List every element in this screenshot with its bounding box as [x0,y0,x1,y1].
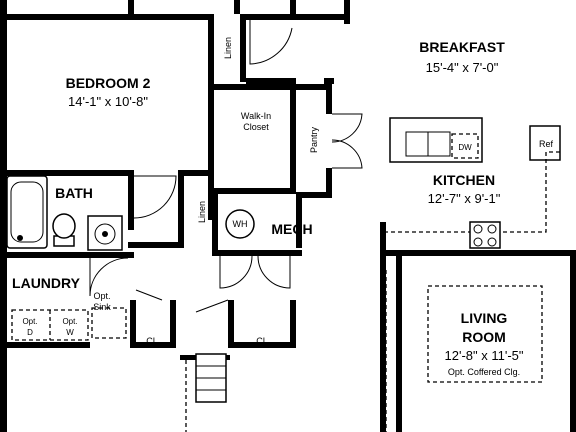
opt-sink-label-line1: Opt. [93,291,110,301]
walkin-closet-label-line1: Walk-In [241,111,271,121]
wh-label: WH [233,219,248,229]
living-label-line2: ROOM [462,329,506,345]
laundry-label: LAUNDRY [12,275,81,291]
opt-w-label-line1: Opt. [62,317,77,326]
kitchen-label: KITCHEN [433,172,495,188]
mech-label: MECH [271,221,312,237]
bedroom2-dims: 14'-1" x 10'-8" [68,94,148,109]
bedroom2-label: BEDROOM 2 [66,75,151,91]
dw-label: DW [458,143,472,152]
living-dims: 12'-8" x 11'-5" [445,348,524,363]
closet-right-label: CL [256,336,268,346]
linen-top-label: Linen [223,37,233,59]
breakfast-dims: 15'-4" x 7'-0" [426,60,499,75]
ref-label: Ref [539,139,554,149]
linen-mid-label: Linen [197,201,207,223]
opt-d-label-line1: Opt. [22,317,37,326]
opt-w-label-line2: W [66,328,74,337]
bath-label: BATH [55,185,93,201]
living-label-line1: LIVING [461,310,508,326]
pantry-label: Pantry [309,126,319,153]
opt-d-label-line2: D [27,328,33,337]
walkin-closet-label-line2: Closet [243,122,269,132]
living-note: Opt. Coffered Clg. [448,367,520,377]
breakfast-label: BREAKFAST [419,39,505,55]
opt-sink-label-line2: Sink [93,302,111,312]
fixtures [6,117,561,432]
doors [89,20,363,313]
closet-left-label: CL [146,336,158,346]
kitchen-dims: 12'-7" x 9'-1" [428,191,501,206]
